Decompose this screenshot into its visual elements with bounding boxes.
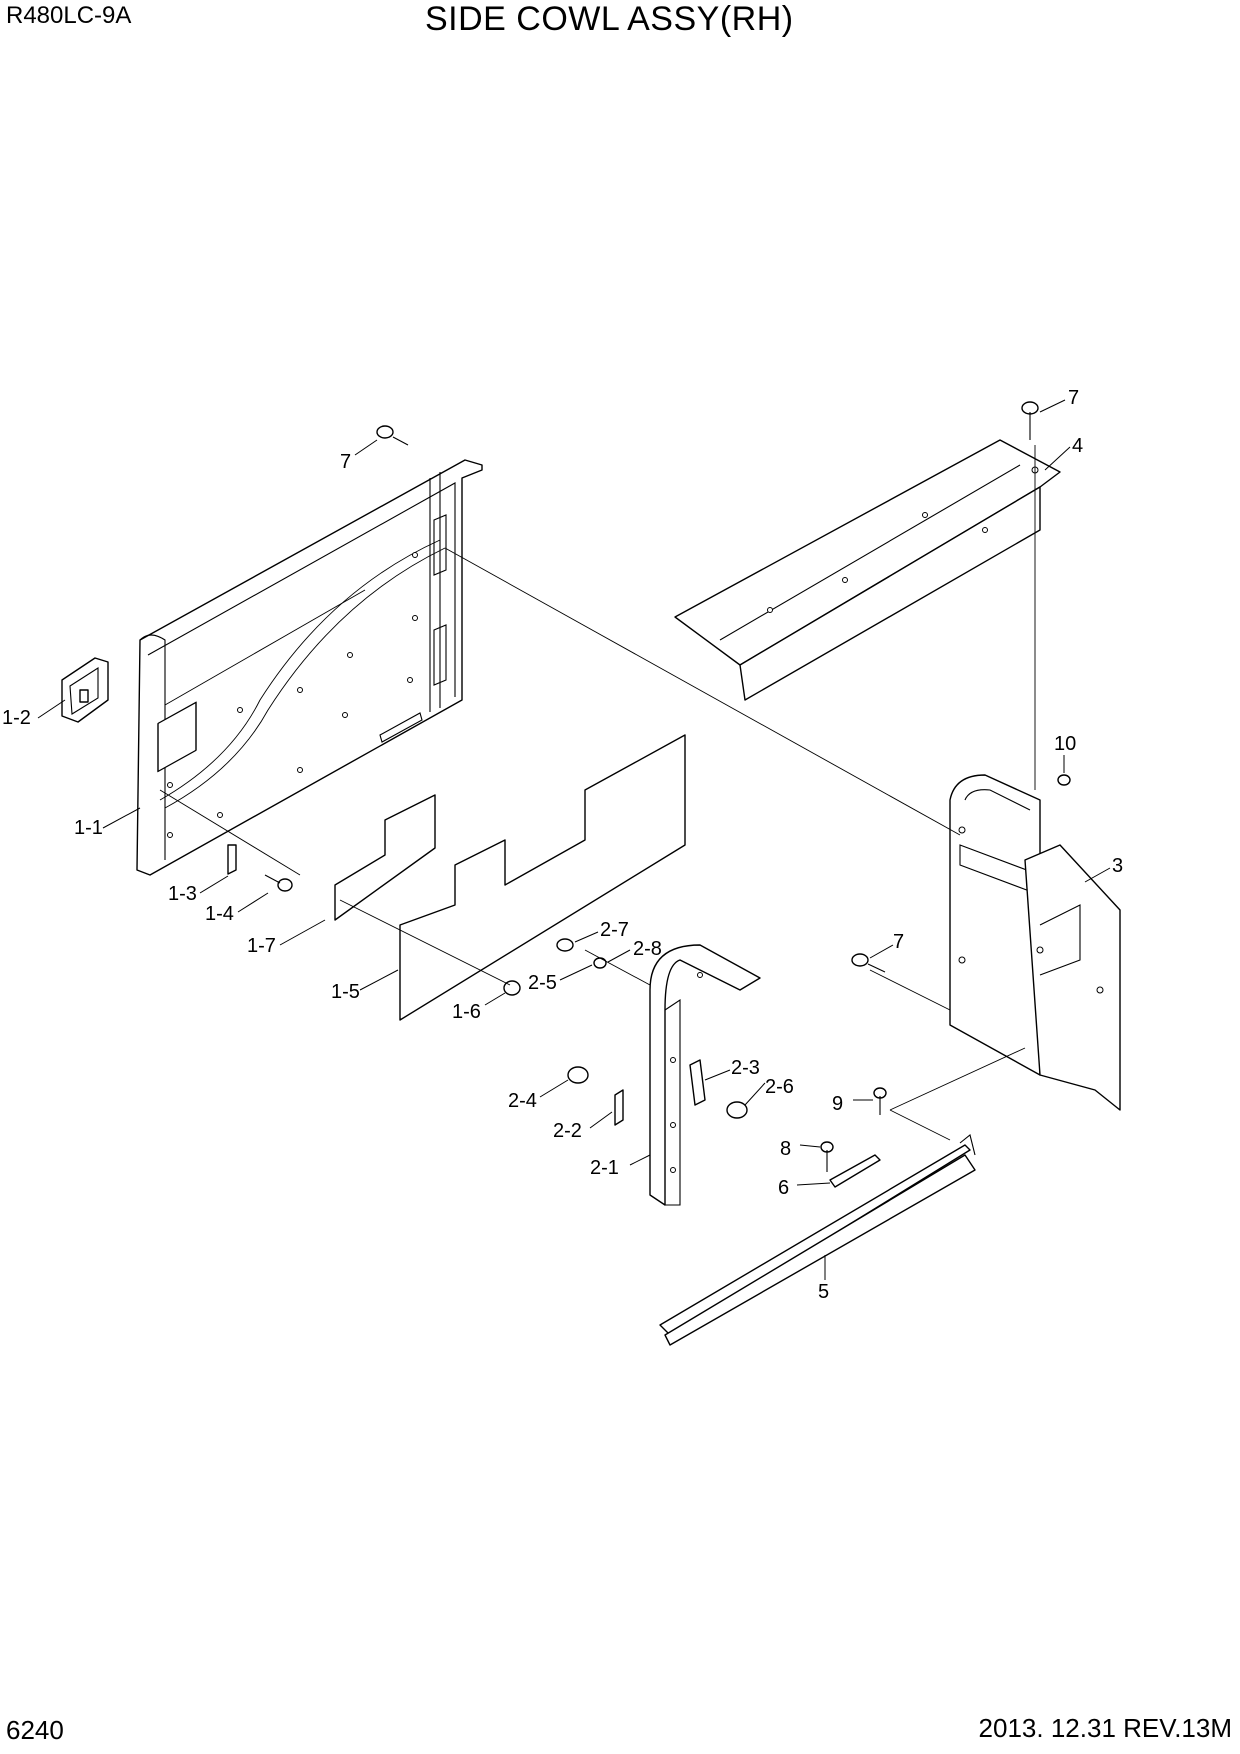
callout-2-5: 2-5	[528, 972, 557, 994]
clip-2-3	[689, 1059, 706, 1106]
bolt-7-top	[1021, 401, 1039, 440]
callout-1-7: 1-7	[247, 935, 276, 957]
bolt-7-right	[851, 953, 886, 973]
bottom-rail-5	[659, 1134, 976, 1346]
callout-7-right: 7	[893, 931, 904, 953]
cowl-frame-3	[949, 774, 1121, 1111]
callout-1-5: 1-5	[331, 981, 360, 1003]
callout-3: 3	[1112, 855, 1123, 877]
callout-2-8: 2-8	[633, 938, 662, 960]
bolt-8	[820, 1141, 834, 1172]
callout-2-4: 2-4	[508, 1090, 537, 1112]
callout-2-6: 2-6	[765, 1076, 794, 1098]
door-panel-1-1	[136, 459, 483, 876]
latch-6	[829, 1154, 881, 1188]
callout-7-left: 7	[340, 451, 351, 473]
callout-9: 9	[832, 1093, 843, 1115]
nut-10	[1057, 774, 1071, 786]
callout-1-3: 1-3	[168, 883, 197, 905]
insulation-pad-1-7	[334, 794, 436, 921]
revision-date: 2013. 12.31 REV.13M	[978, 1713, 1232, 1743]
callout-labels: 7 4 7 1-2 1-1 10 3 1-3 1-4 1-7 2-7 2-8 7…	[2, 387, 1123, 1303]
callout-2-2: 2-2	[553, 1120, 582, 1142]
callout-2-3: 2-3	[731, 1057, 760, 1079]
model-name: R480LC-9A	[6, 2, 132, 29]
bolts-2-x	[556, 938, 748, 1119]
callout-1-1: 1-1	[74, 817, 103, 839]
callout-1-6: 1-6	[452, 1001, 481, 1023]
assembly-lines	[159, 445, 1036, 1141]
leader-lines	[37, 399, 1111, 1280]
callout-1-4: 1-4	[205, 903, 234, 925]
bracket-2-1	[649, 944, 761, 1206]
insulation-pad-1-5	[399, 734, 686, 1021]
clip-1-3	[227, 844, 237, 875]
door-lock-1-2	[61, 657, 109, 723]
page-number: 6240	[6, 1715, 64, 1745]
callout-2-7: 2-7	[600, 919, 629, 941]
panel-holes	[167, 552, 418, 838]
page-title: SIDE COWL ASSY(RH)	[425, 0, 794, 38]
callout-6: 6	[778, 1177, 789, 1199]
callout-8: 8	[780, 1138, 791, 1160]
clip-2-2	[614, 1089, 624, 1126]
callout-2-1: 2-1	[590, 1157, 619, 1179]
callout-7-top: 7	[1068, 387, 1079, 409]
callout-5: 5	[818, 1281, 829, 1303]
top-bracket-4	[674, 439, 1061, 701]
bolt-1-4	[264, 874, 293, 892]
callout-10: 10	[1054, 733, 1076, 755]
bolt-9	[873, 1087, 887, 1115]
bolt-7-left	[376, 425, 409, 446]
callout-4: 4	[1072, 435, 1083, 457]
callout-1-2: 1-2	[2, 707, 31, 729]
